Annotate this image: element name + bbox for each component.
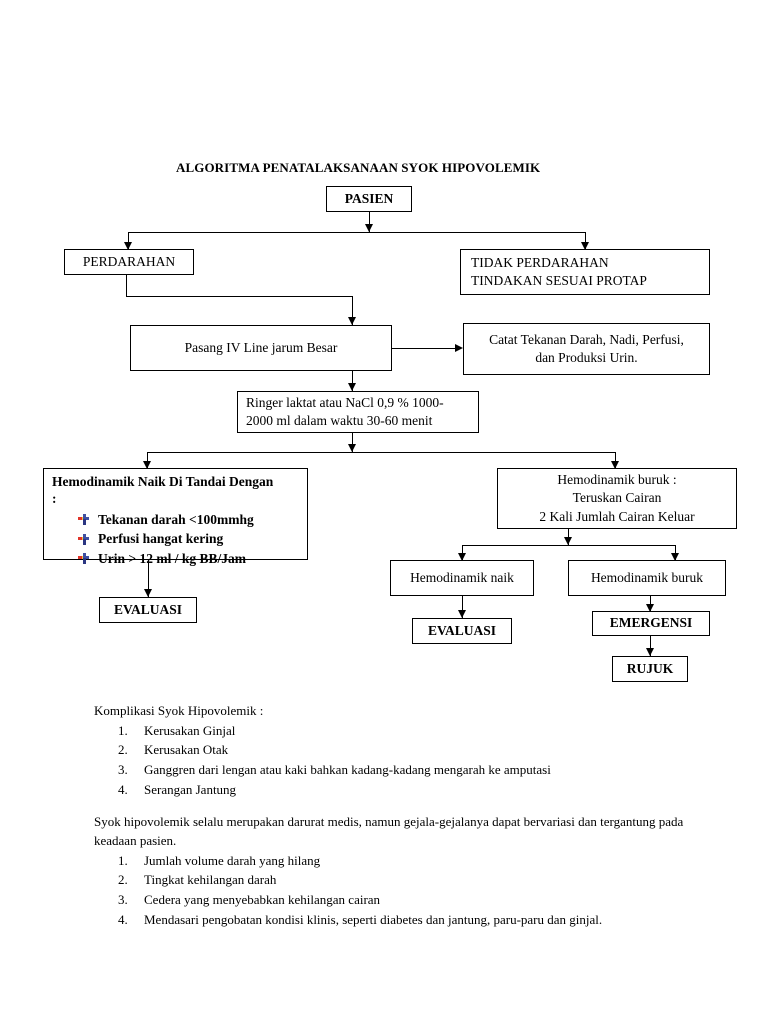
node-evaluasi-mid[interactable]: EVALUASI xyxy=(412,618,512,644)
syok-paragraph: Syok hipovolemik selalu merupakan darura… xyxy=(94,813,684,849)
hemo-naik-bullet-label: Tekanan darah <100mmhg xyxy=(98,511,254,527)
list-item: Serangan Jantung xyxy=(118,780,237,800)
node-catat-tekanan-darah[interactable]: Catat Tekanan Darah, Nadi, Perfusi, dan … xyxy=(463,323,710,375)
node-evaluasi-left-label: EVALUASI xyxy=(113,601,183,617)
node-hemodinamik-naik-label: Hemodinamik naik xyxy=(410,569,514,585)
node-hemodinamik-buruk[interactable]: Hemodinamik buruk xyxy=(568,560,726,596)
list-item: Kerusakan Otak xyxy=(118,740,229,760)
connector-to-hemo-naik-box xyxy=(147,452,148,468)
page-title: ALGORITMA PENATALAKSANAAN SYOK HIPOVOLEM… xyxy=(176,160,541,175)
node-emergensi[interactable]: EMERGENSI xyxy=(592,611,710,636)
node-pasang-iv-label: Pasang IV Line jarum Besar xyxy=(184,339,338,355)
node-evaluasi-mid-label: EVALUASI xyxy=(427,622,497,638)
arrowhead-hemodinamik-buruk xyxy=(671,553,679,561)
list-item: Ganggren dari lengan atau kaki bahkan ka… xyxy=(118,760,551,780)
hemo-buruk-line2: Teruskan Cairan xyxy=(572,490,662,506)
node-hemodinamik-buruk-teruskan[interactable]: Hemodinamik buruk : Teruskan Cairan 2 Ka… xyxy=(497,468,737,529)
node-rujuk[interactable]: RUJUK xyxy=(612,656,688,682)
node-pasang-iv-line[interactable]: Pasang IV Line jarum Besar xyxy=(130,325,392,371)
node-tidak-perdarahan[interactable]: TIDAK PERDARAHAN TINDAKAN SESUAI PROTAP xyxy=(460,249,710,295)
node-ringer-line2: 2000 ml dalam waktu 30-60 menit xyxy=(246,413,433,428)
connector-to-hemodinamik-naik xyxy=(462,545,463,560)
hemo-naik-colon: : xyxy=(52,490,57,506)
arrowhead-pasien-down xyxy=(365,224,373,232)
arrowhead-catat xyxy=(455,344,463,352)
connector-hemo-naik-to-evaluasi xyxy=(148,560,149,598)
connector-iv-to-catat xyxy=(392,348,455,349)
node-tidak-perdarahan-line1: TIDAK PERDARAHAN xyxy=(471,254,609,270)
connector-ringer-down xyxy=(352,433,353,452)
komplikasi-heading: Komplikasi Syok Hipovolemik : xyxy=(94,703,264,718)
arrowhead-rujuk xyxy=(646,648,654,656)
hemo-naik-bullet-label: Urin > 12 ml / kg BB/Jam xyxy=(98,550,246,566)
faktor-list: Jumlah volume darah yang hilang Tingkat … xyxy=(94,851,694,930)
connector-perdarahan-down xyxy=(126,275,127,296)
cross-arrow-bullet-icon xyxy=(78,553,89,565)
connector-iv-to-ringer xyxy=(352,371,353,391)
hemo-buruk-line1: Hemodinamik buruk : xyxy=(557,472,677,488)
connector-to-tidak-perdarahan xyxy=(585,232,586,250)
node-catat-line1: Catat Tekanan Darah, Nadi, Perfusi, xyxy=(489,331,684,347)
node-ringer-laktat[interactable]: Ringer laktat atau NaCl 0,9 % 1000- 2000… xyxy=(237,391,479,433)
arrowhead-tidak-perdarahan xyxy=(581,242,589,250)
arrowhead-pasang-iv xyxy=(348,317,356,325)
arrowhead-hemo-buruk-split xyxy=(564,537,572,545)
node-ringer-line1: Ringer laktat atau NaCl 0,9 % 1000- xyxy=(246,394,444,410)
node-perdarahan[interactable]: PERDARAHAN xyxy=(64,249,194,275)
node-perdarahan-label: PERDARAHAN xyxy=(82,253,176,269)
connector-buruk-to-emergensi xyxy=(650,596,651,611)
node-catat-line2: dan Produksi Urin. xyxy=(535,350,638,365)
connector-to-hemodinamik-buruk xyxy=(675,545,676,560)
hemo-naik-bullet-list: Tekanan darah <100mmhg Perfusi hangat ke… xyxy=(52,510,299,569)
arrowhead-hemo-naik-box xyxy=(143,461,151,469)
arrowhead-emergensi xyxy=(646,604,654,612)
list-item: Tekanan darah <100mmhg xyxy=(78,510,299,530)
arrowhead-ringer xyxy=(348,383,356,391)
node-pasien-label: PASIEN xyxy=(344,190,394,206)
connector-perdarahan-elbow xyxy=(126,296,352,297)
list-item: Perfusi hangat kering xyxy=(78,529,299,549)
list-item: Mendasari pengobatan kondisi klinis, sep… xyxy=(118,910,603,930)
arrowhead-hemodinamik-naik xyxy=(458,553,466,561)
node-evaluasi-left[interactable]: EVALUASI xyxy=(99,597,197,623)
connector-to-perdarahan xyxy=(128,232,129,250)
list-item: Urin > 12 ml / kg BB/Jam xyxy=(78,549,299,569)
list-item: Cedera yang menyebabkan kehilangan caira… xyxy=(118,890,381,910)
hemo-buruk-line3: 2 Kali Jumlah Cairan Keluar xyxy=(539,508,695,524)
connector-to-hemo-buruk-box xyxy=(615,452,616,468)
node-hemodinamik-naik-ditandai[interactable]: Hemodinamik Naik Di Tandai Dengan : Teka… xyxy=(43,468,308,566)
arrowhead-perdarahan xyxy=(124,242,132,250)
arrowhead-ringer-split xyxy=(348,444,356,452)
connector-pasien-down xyxy=(369,212,370,232)
node-pasien[interactable]: PASIEN xyxy=(326,186,412,212)
cross-arrow-bullet-icon xyxy=(78,533,89,545)
komplikasi-list: Kerusakan Ginjal Kerusakan Otak Ganggren… xyxy=(94,721,694,800)
node-hemodinamik-naik[interactable]: Hemodinamik naik xyxy=(390,560,534,596)
connector-split-bar-branches xyxy=(147,452,615,453)
list-item: Jumlah volume darah yang hilang xyxy=(118,851,321,871)
node-hemodinamik-buruk-label: Hemodinamik buruk xyxy=(590,569,704,585)
connector-split-bar-sub xyxy=(462,545,675,546)
arrowhead-hemo-buruk-box xyxy=(611,461,619,469)
list-item: Tingkat kehilangan darah xyxy=(118,870,277,890)
list-item: Kerusakan Ginjal xyxy=(118,721,236,741)
arrowhead-evaluasi-left xyxy=(144,589,152,597)
connector-emergensi-to-rujuk xyxy=(650,636,651,656)
connector-split-bar-top xyxy=(128,232,586,233)
node-tidak-perdarahan-line2: TINDAKAN SESUAI PROTAP xyxy=(471,273,647,288)
hemo-naik-heading: Hemodinamik Naik Di Tandai Dengan xyxy=(52,474,274,489)
connector-naik-to-evaluasi xyxy=(462,596,463,618)
notes-section: Komplikasi Syok Hipovolemik : Kerusakan … xyxy=(94,701,694,930)
hemo-naik-bullet-label: Perfusi hangat kering xyxy=(98,531,224,547)
node-emergensi-label: EMERGENSI xyxy=(609,615,693,631)
notes-spacer xyxy=(94,800,694,812)
connector-elbow-to-iv xyxy=(352,296,353,325)
node-rujuk-label: RUJUK xyxy=(626,660,674,676)
arrowhead-evaluasi-mid xyxy=(458,610,466,618)
cross-arrow-bullet-icon xyxy=(78,514,89,526)
